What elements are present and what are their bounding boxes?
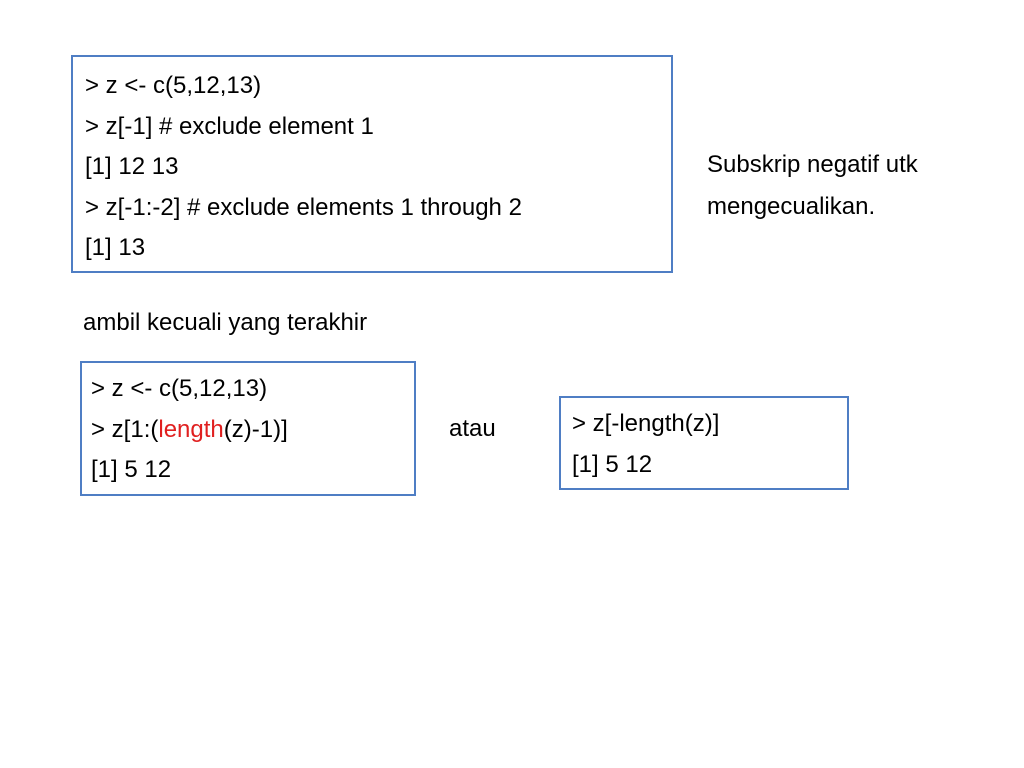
code-example-negative-subscripts: > z <- c(5,12,13) > z[-1] # exclude elem… [71, 55, 673, 273]
code-line: > z[-1:-2] # exclude elements 1 through … [85, 193, 522, 221]
section-caption: ambil kecuali yang terakhir [83, 309, 368, 336]
code-line: > z <- c(5,12,13) [91, 375, 268, 402]
code-line: [1] 5 12 [91, 456, 172, 483]
side-note-line: Subskrip negatif utk [707, 151, 918, 178]
highlighted-function: length [158, 415, 224, 443]
code-line: > z <- c(5,12,13) [85, 72, 262, 99]
code-line: > z[-1] # exclude element 1 [85, 112, 374, 140]
side-note: Subskrip negatif utk mengecualikan. [707, 144, 918, 228]
connector-word: atau [449, 415, 496, 442]
code-example-negative-length: > z[-length(z)] [1] 5 12 [559, 396, 849, 490]
code-line: [1] 13 [85, 234, 146, 261]
code-line: [1] 5 12 [572, 450, 653, 478]
side-note-line: mengecualikan. [707, 193, 876, 220]
code-text: > z[1:( [91, 415, 159, 443]
code-line: > z[1:(length(z)-1)] [91, 410, 414, 451]
code-example-length-range: > z <- c(5,12,13) > z[1:(length(z)-1)] [… [80, 361, 416, 496]
code-text: (z)-1)] [223, 415, 288, 443]
code-line: [1] 12 13 [85, 153, 179, 180]
code-line: > z[-length(z)] [572, 410, 720, 437]
